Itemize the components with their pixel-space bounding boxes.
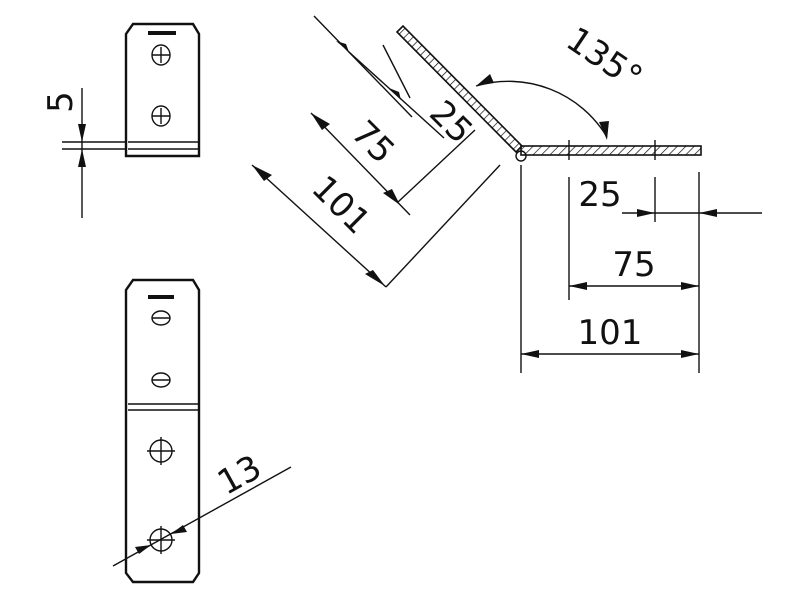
slot-hole (151, 310, 171, 326)
thickness-label: 5 (41, 91, 81, 113)
angled-length-label: 101 (304, 168, 378, 242)
slot-hole (151, 372, 171, 388)
angle-label: 135° (559, 19, 649, 98)
flat-hole-spacing-label: 75 (612, 245, 655, 285)
hole-diameter-label: 13 (211, 447, 268, 503)
slot-hole (151, 44, 171, 66)
angled-hole-spacing-label: 75 (343, 113, 402, 172)
dimension-angle: 135° (475, 19, 649, 140)
flat-view (124, 278, 201, 584)
end-view (124, 22, 201, 158)
dimension-angled-leg: 25 75 101 (251, 15, 501, 288)
flat-hole-offset-label: 25 (578, 175, 621, 215)
dimension-flat-leg: 25 75 101 (520, 165, 762, 373)
flat-length-label: 101 (578, 313, 643, 353)
dimension-thickness: 5 (41, 88, 126, 218)
round-hole (147, 437, 175, 465)
side-profile (395, 24, 702, 162)
slot-hole (151, 105, 171, 127)
dimension-hole-diameter: 13 (112, 447, 292, 567)
